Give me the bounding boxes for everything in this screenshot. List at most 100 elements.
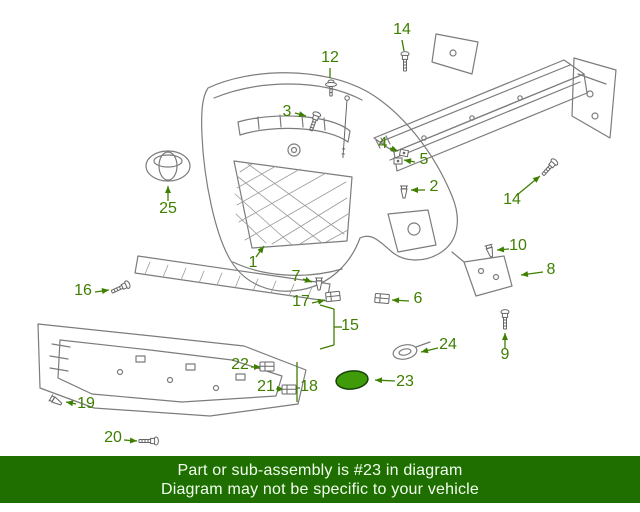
bracket-icon <box>259 361 275 372</box>
part-callout-6: 6 <box>414 290 423 307</box>
part-callout-10: 10 <box>509 237 527 254</box>
leader-arrowhead <box>375 377 383 384</box>
part-callout-21: 21 <box>257 378 275 395</box>
bracket-icon <box>281 384 297 395</box>
emblem-horizontal <box>153 154 183 168</box>
bumper-lower-lip <box>232 261 343 276</box>
under-cover-hole <box>166 376 174 384</box>
emblem-outer <box>145 150 191 182</box>
part-callout-9: 9 <box>501 346 510 363</box>
badge-mount <box>287 143 301 157</box>
nut-icon <box>399 148 409 158</box>
part-callout-7: 7 <box>292 268 301 285</box>
pin-icon <box>340 95 350 159</box>
leader-arrowhead <box>257 246 264 254</box>
leader-arrowhead <box>254 364 261 370</box>
leader-arrowhead <box>101 288 109 294</box>
part-callout-2: 2 <box>430 178 439 195</box>
beam-side-bracket <box>571 57 617 139</box>
leader-arrowhead <box>304 276 312 283</box>
beam-hole <box>469 115 475 121</box>
notice-line-1: Part or sub-assembly is #23 in diagram <box>177 461 463 479</box>
clip-icon <box>399 185 409 199</box>
side-bracket-hole <box>591 112 599 120</box>
support-bracket-hole <box>492 273 500 281</box>
lower-grille-mesh <box>234 163 349 246</box>
under-cover-slot <box>185 363 196 371</box>
bumper-cover-outline <box>201 72 458 292</box>
leader-arrowhead <box>165 186 171 193</box>
leader-arrowhead <box>317 298 325 305</box>
under-cover-vents <box>49 343 71 372</box>
leader-arrowhead <box>411 187 418 193</box>
under-cover-outline <box>37 323 307 417</box>
part-callout-14: 14 <box>503 191 521 208</box>
part-callout-24: 24 <box>439 336 457 353</box>
leader-line <box>319 344 335 350</box>
bolt-icon <box>109 279 132 296</box>
highlighted-part-23 <box>335 370 369 390</box>
under-cover-slot <box>135 355 146 363</box>
under-cover-inner <box>57 339 283 403</box>
clip-icon <box>484 243 496 259</box>
bolt-icon <box>539 157 560 178</box>
leader-line <box>401 39 405 52</box>
part-callout-5: 5 <box>420 151 429 168</box>
reinforcement-beam-top <box>373 59 585 153</box>
part-callout-25: 25 <box>159 200 177 217</box>
leader-arrowhead <box>404 158 412 165</box>
clip-icon <box>48 394 64 408</box>
bolt-icon <box>138 436 159 446</box>
leader-arrowhead <box>66 400 74 407</box>
lower-slat-hatch <box>144 261 313 300</box>
beam-hole <box>517 95 523 101</box>
bracket-icon <box>325 290 341 303</box>
side-support-bracket <box>451 251 513 297</box>
part-callout-14: 14 <box>393 21 411 38</box>
part-callout-22: 22 <box>231 356 249 373</box>
leader-arrowhead <box>390 145 398 152</box>
side-bracket-hole <box>586 90 594 98</box>
part-callout-12: 12 <box>321 49 339 66</box>
hook-tail <box>415 341 431 348</box>
part-callout-23: 23 <box>396 373 414 390</box>
clip-icon <box>314 277 324 291</box>
hook-part <box>392 344 418 360</box>
line-art <box>37 33 617 417</box>
part-callout-18: 18 <box>300 378 318 395</box>
bolt-icon <box>500 309 510 330</box>
fog-lamp-opening <box>387 209 437 253</box>
part-callout-17: 17 <box>292 293 310 310</box>
notice-banner: Part or sub-assembly is #23 in diagram D… <box>0 456 640 503</box>
bumper-hood-crease <box>213 83 363 101</box>
support-bracket-hole <box>477 267 485 275</box>
bolt-icon <box>400 51 410 72</box>
leader-arrowhead <box>129 437 137 444</box>
under-cover-slot <box>235 373 246 381</box>
upper-grille-band <box>237 114 351 143</box>
leader-arrowhead <box>421 347 429 354</box>
nut-icon <box>393 157 403 165</box>
part-callout-20: 20 <box>104 429 122 446</box>
part-callout-19: 19 <box>77 395 95 412</box>
leader-arrowhead <box>532 176 540 183</box>
under-cover-hole <box>212 384 220 392</box>
lower-grille-outline <box>233 160 353 249</box>
leader-arrowhead <box>497 246 505 253</box>
extension-bracket-hole <box>449 49 457 57</box>
part-callout-3: 3 <box>283 103 292 120</box>
badge-mount-center <box>290 146 298 154</box>
leader-arrowhead <box>392 297 400 304</box>
part-callout-1: 1 <box>249 254 258 271</box>
part-callout-16: 16 <box>74 282 92 299</box>
leader-arrowhead <box>298 111 306 118</box>
part-callout-4: 4 <box>379 135 388 152</box>
fog-lamp-hole <box>407 222 421 236</box>
leader-arrowhead <box>277 386 284 392</box>
part-callout-8: 8 <box>547 261 556 278</box>
part-callout-15: 15 <box>341 317 359 334</box>
reinforcement-beam-ribs <box>375 64 581 161</box>
